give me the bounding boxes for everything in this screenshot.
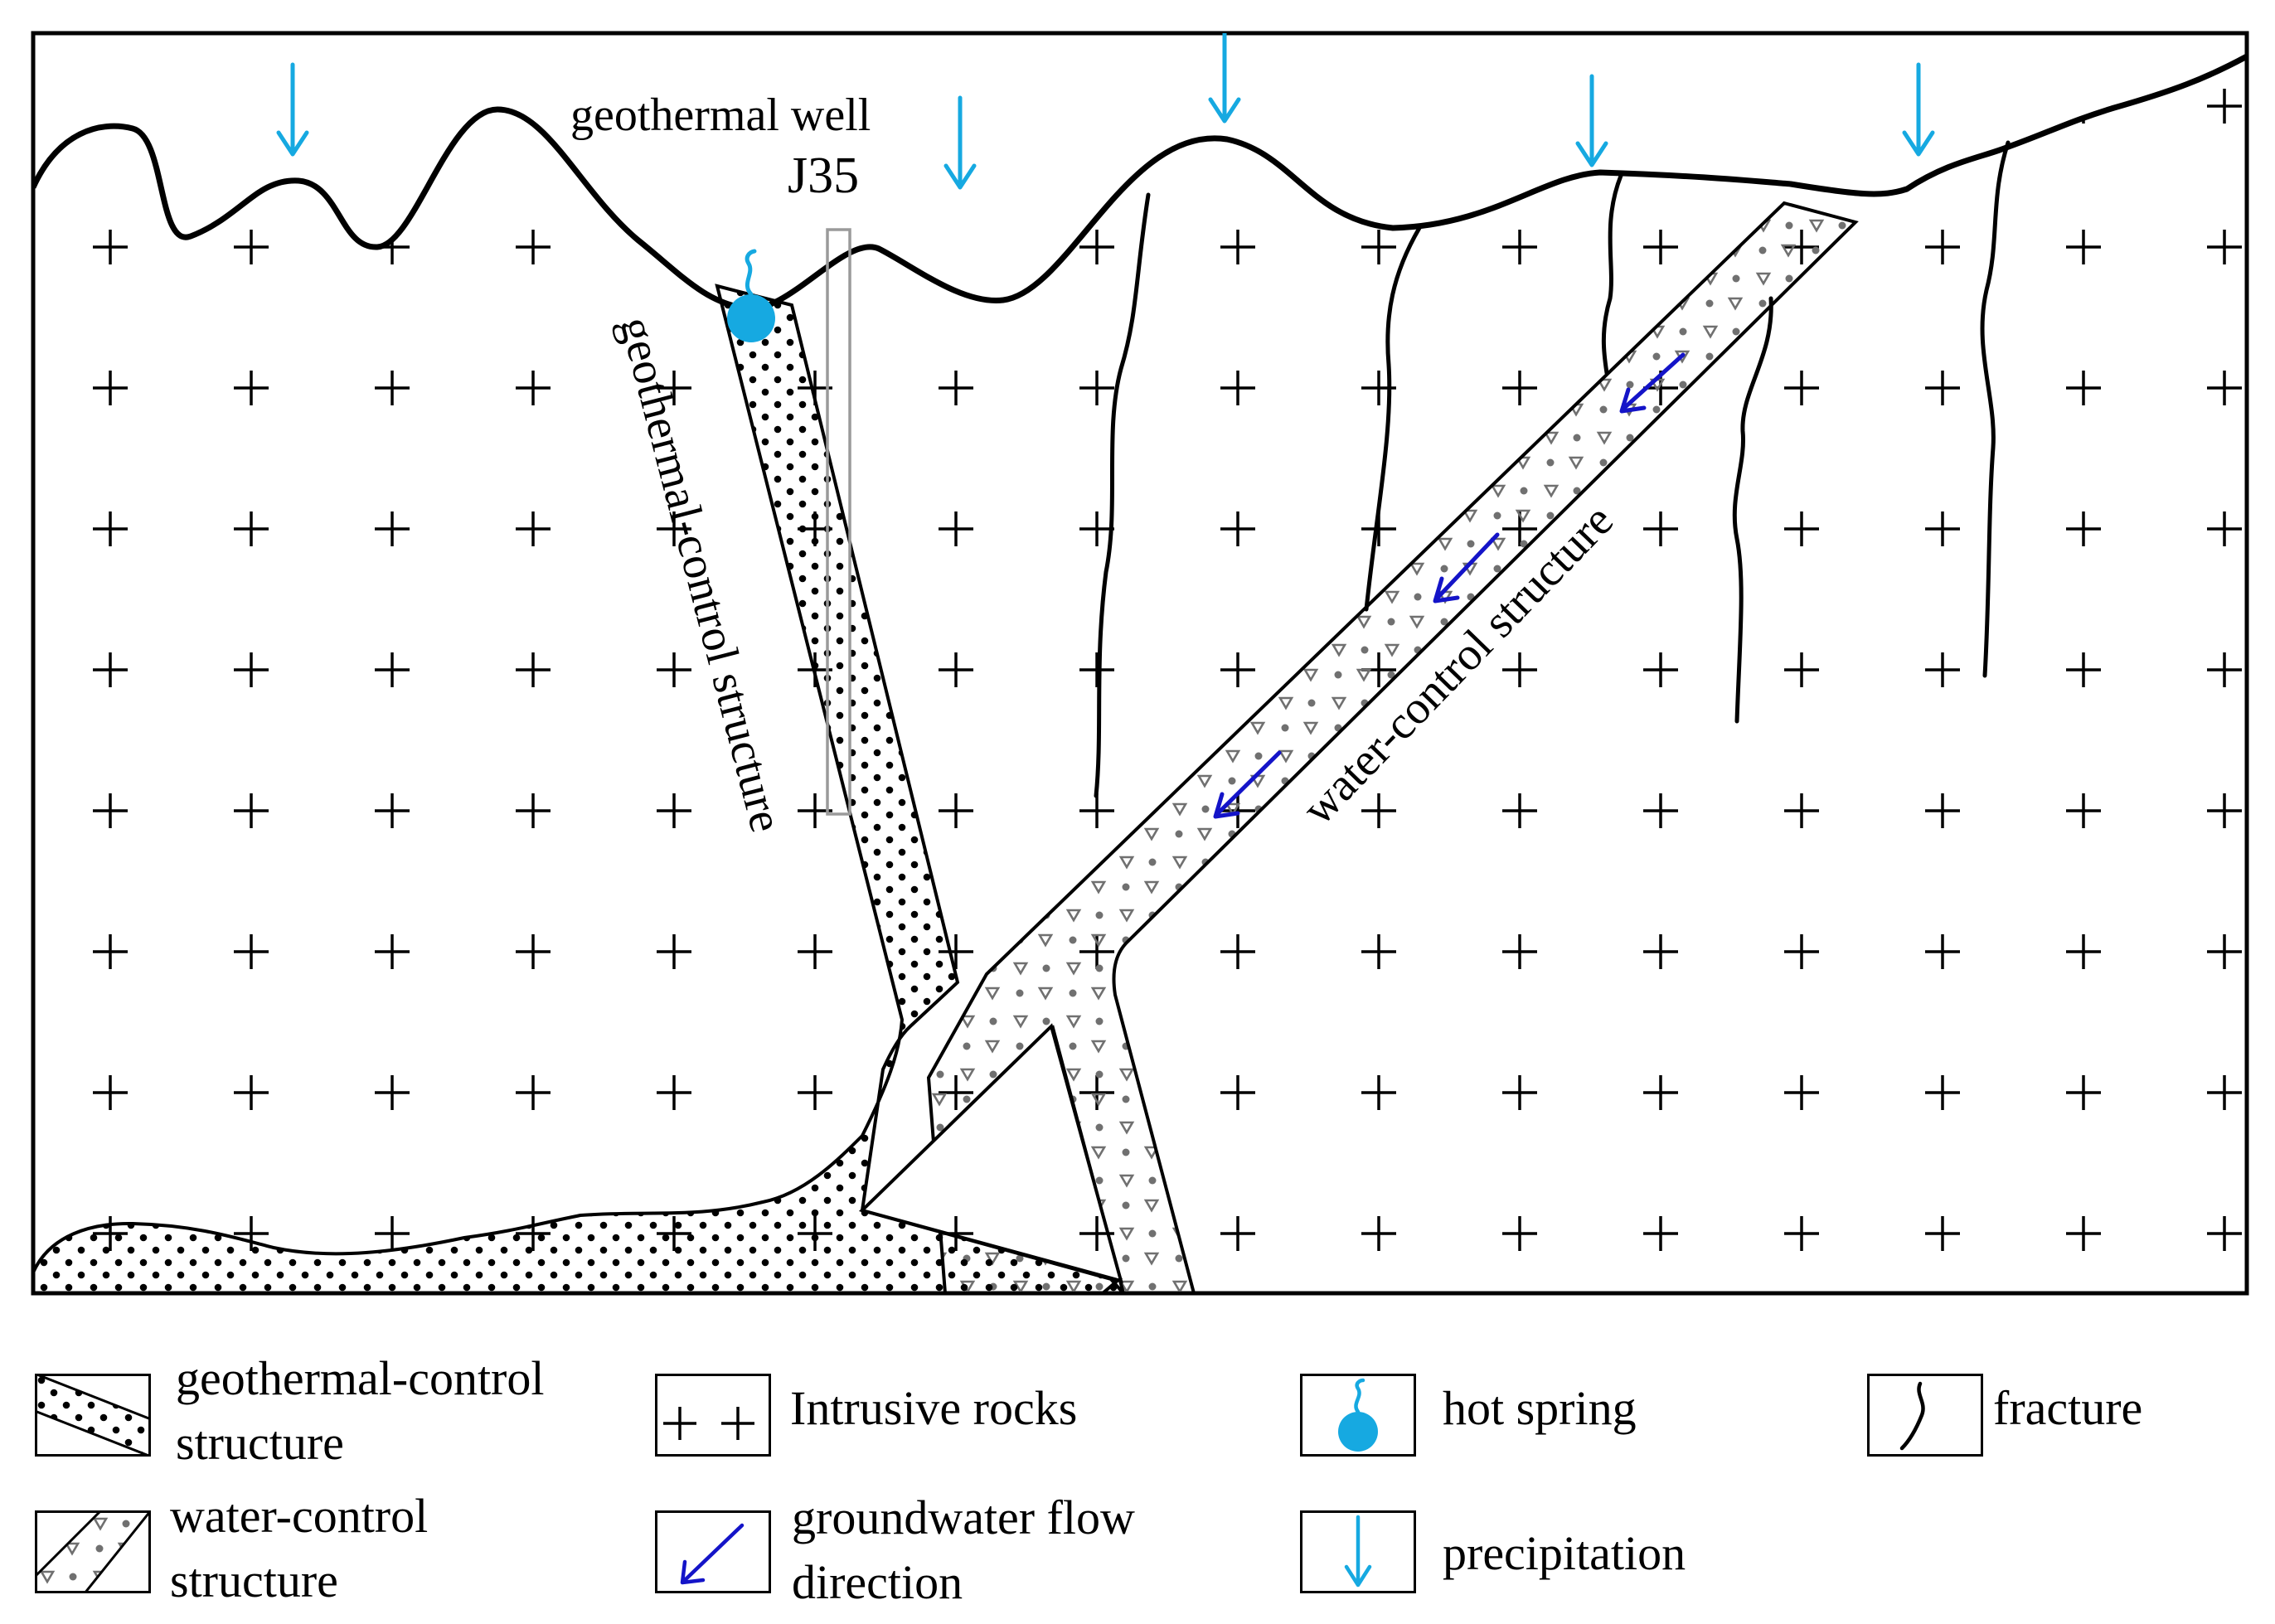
hot-spring-icon <box>1300 1374 1416 1457</box>
precipitation-arrows <box>276 33 1935 190</box>
down-arrow-icon <box>1208 33 1241 124</box>
well-id-label: J35 <box>788 148 859 204</box>
geothermal-control-structure <box>33 284 1126 1293</box>
plus-pattern-icon <box>655 1374 771 1457</box>
legend-groundwater-line1: groundwater flow <box>792 1491 1135 1544</box>
fracture-lines <box>1094 140 2011 798</box>
fracture-line <box>1094 192 1151 798</box>
fracture-line <box>1601 173 1623 376</box>
terrain-surface-line <box>33 53 2247 312</box>
diagonal-arrow-icon <box>655 1510 771 1593</box>
legend-item-hot-spring: hot spring <box>1300 1374 1637 1457</box>
diagonal-arrow-icon <box>1619 352 1686 414</box>
hot-spring-icon <box>727 249 775 342</box>
legend-item-groundwater-flow: groundwater flow direction <box>655 1491 1135 1609</box>
legend-item-precipitation: precipitation <box>1300 1510 1686 1593</box>
legend-geothermal-line2: structure <box>176 1416 344 1470</box>
legend-water-line2: structure <box>170 1554 338 1607</box>
geothermal-well-label: geothermal well <box>570 90 871 141</box>
legend-hot-spring: hot spring <box>1443 1381 1637 1435</box>
legend-item-fracture: fracture <box>1867 1374 2142 1457</box>
legend-fracture: fracture <box>1993 1381 2142 1435</box>
fracture-line <box>1364 225 1422 612</box>
down-arrow-icon <box>276 62 309 157</box>
diagonal-arrow-icon <box>1433 532 1500 604</box>
legend-precipitation: precipitation <box>1443 1526 1686 1580</box>
groundwater-flow-arrows <box>1213 352 1686 819</box>
water-pattern-icon <box>35 1510 151 1593</box>
down-arrow-icon <box>943 95 977 190</box>
water-control-structure <box>859 201 1859 1293</box>
fracture-line <box>1980 140 2011 678</box>
diagonal-arrow-icon <box>1213 750 1282 819</box>
legend-intrusive-rocks: Intrusive rocks <box>790 1381 1077 1435</box>
fracture-line-icon <box>1867 1374 1983 1457</box>
legend-item-geothermal-control: geothermal-control structure <box>35 1351 545 1470</box>
legend-groundwater-line2: direction <box>792 1555 963 1609</box>
down-arrow-icon <box>1575 74 1608 167</box>
legend: geothermal-control structure Intrusive r… <box>35 1351 2142 1609</box>
fracture-line <box>1732 296 1773 724</box>
legend-geothermal-line1: geothermal-control <box>176 1351 545 1405</box>
down-arrow-icon <box>1902 62 1935 157</box>
geothermal-well-j35 <box>826 228 851 816</box>
legend-item-intrusive-rocks: Intrusive rocks <box>655 1374 1077 1457</box>
legend-water-line1: water-control <box>170 1489 428 1543</box>
legend-item-water-control: water-control structure <box>35 1489 428 1607</box>
dot-pattern-icon <box>35 1374 151 1457</box>
down-arrow-icon <box>1300 1510 1416 1593</box>
